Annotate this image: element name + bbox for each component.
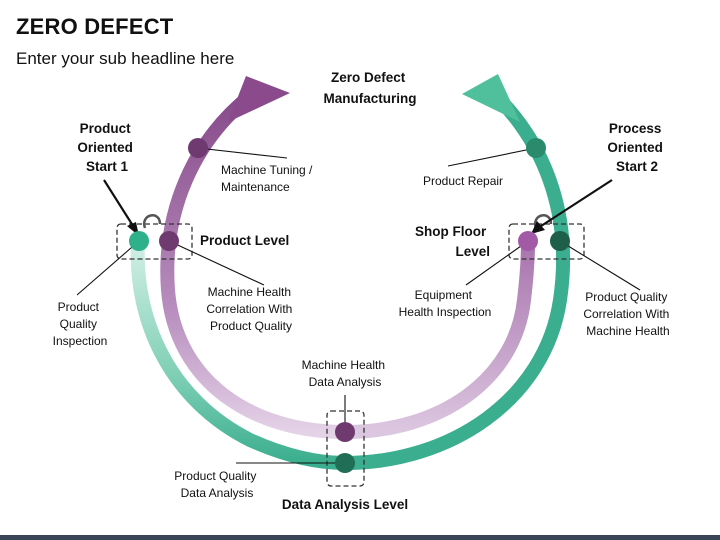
dashed-box-product-level <box>116 223 193 260</box>
page-subtitle: Enter your sub headline here <box>16 49 235 68</box>
arrow-start-2 <box>537 179 613 229</box>
node-machine-health-corr <box>159 231 179 251</box>
node-product-quality-insp <box>129 231 149 251</box>
eh-line-2: Health Inspection <box>399 305 492 319</box>
mhd-line-2: Data Analysis <box>309 375 382 389</box>
product-quality-data-label: Product Quality Data Analysis <box>174 469 259 500</box>
purple-arc-right <box>344 241 535 439</box>
green-arc-right <box>344 95 570 470</box>
start-right-line-2: Oriented <box>607 140 663 155</box>
green-arc-left <box>130 242 346 470</box>
node-equipment-health <box>518 231 538 251</box>
green-arrowhead <box>462 74 520 122</box>
start-left-line-1: Product <box>80 121 132 136</box>
mhc-line-3: Product Quality <box>210 319 292 333</box>
line-product-repair <box>447 147 537 167</box>
dashed-box-data-analysis <box>326 410 365 487</box>
product-repair-label: Product Repair <box>423 174 503 188</box>
pqi-line-3: Inspection <box>53 334 108 348</box>
machine-tuning-line-2: Maintenance <box>221 180 290 194</box>
pqc-line-1: Product Quality <box>585 290 667 304</box>
mhc-line-1: Machine Health <box>208 285 291 299</box>
pqc-line-3: Machine Health <box>586 324 669 338</box>
pqi-line-2: Quality <box>60 317 97 331</box>
product-quality-corr-label: Product Quality Correlation With Machine… <box>583 290 672 338</box>
page-title: ZERO DEFECT <box>16 14 174 39</box>
start-left-line-2: Oriented <box>77 140 133 155</box>
start-right-line-1: Process <box>609 121 662 136</box>
line-machine-tuning <box>197 147 288 159</box>
machine-tuning-line-1: Machine Tuning / <box>221 163 313 177</box>
node-machine-tuning <box>188 138 208 158</box>
pqi-line-1: Product <box>58 300 100 314</box>
machine-tuning-label: Machine Tuning / Maintenance <box>221 163 316 194</box>
product-level-label: Product Level <box>200 233 289 248</box>
eh-line-1: Equipment <box>415 288 473 302</box>
loop-arrow-left-icon <box>142 214 162 229</box>
node-product-quality-data <box>335 453 355 473</box>
top-title-line-1: Zero Defect <box>331 70 406 85</box>
mhc-line-2: Correlation With <box>206 302 292 316</box>
start-right-label: Process Oriented Start 2 <box>607 121 666 174</box>
product-quality-insp-label: Product Quality Inspection <box>53 300 108 348</box>
line-equipment-health <box>465 240 529 286</box>
purple-arrowhead <box>228 76 290 122</box>
machine-health-corr-label: Machine Health Correlation With Product … <box>206 285 295 333</box>
line-product-quality-insp <box>76 240 140 296</box>
top-title: Zero Defect Manufacturing <box>324 70 417 106</box>
node-product-quality-corr <box>550 231 570 251</box>
equipment-health-label: Equipment Health Inspection <box>399 288 492 319</box>
dashed-box-shop-floor <box>508 223 585 260</box>
shop-floor-line-1: Shop Floor <box>415 224 487 239</box>
machine-health-data-label: Machine Health Data Analysis <box>302 358 389 389</box>
node-machine-health-data <box>335 422 355 442</box>
pqd-line-2: Data Analysis <box>181 486 254 500</box>
arrow-start-1 <box>103 179 136 230</box>
line-product-quality-corr <box>559 240 641 291</box>
line-machine-health-corr <box>168 240 265 286</box>
start-left-line-3: Start 1 <box>86 159 129 174</box>
top-title-line-2: Manufacturing <box>324 91 417 106</box>
shop-floor-level-label: Shop Floor Level <box>415 224 490 259</box>
shop-floor-line-2: Level <box>455 244 490 259</box>
start-right-line-3: Start 2 <box>616 159 658 174</box>
footer-bar <box>0 535 720 540</box>
mhd-line-1: Machine Health <box>302 358 385 372</box>
data-analysis-level-label: Data Analysis Level <box>282 497 408 512</box>
pqd-line-1: Product Quality <box>174 469 256 483</box>
node-product-repair <box>526 138 546 158</box>
start-left-label: Product Oriented Start 1 <box>77 121 136 174</box>
pqc-line-2: Correlation With <box>583 307 669 321</box>
arrow-start-2-head <box>531 221 545 234</box>
